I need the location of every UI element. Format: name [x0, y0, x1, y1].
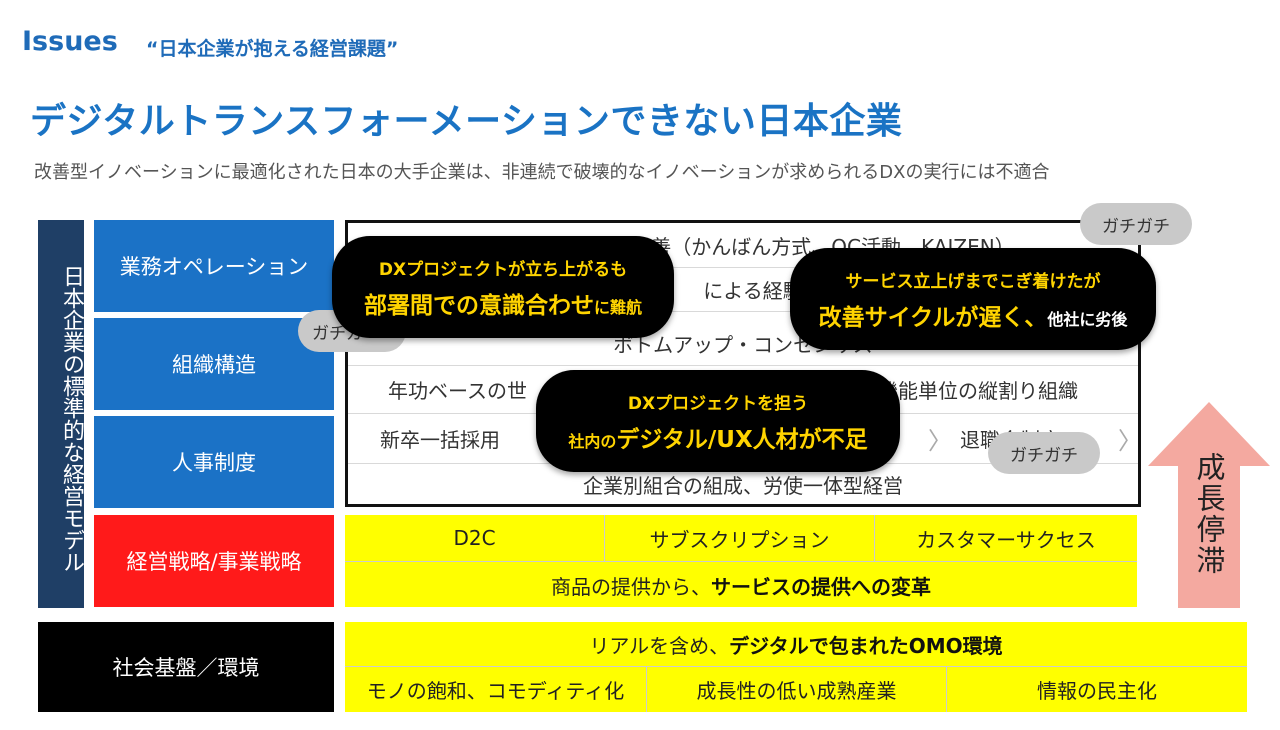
page-subtitle: 改善型イノベーションに最適化された日本の大手企業は、非連続で破壊的なイノベーショ… [34, 162, 1050, 183]
infrastructure-bar-plain: リアルを含め、 [589, 633, 730, 658]
chevron-right-icon: 〉 [928, 426, 952, 455]
strategy-bar: 商品の提供から、サービスの提供への変革 [345, 561, 1137, 608]
row-hiring-left: 新卒一括採用 [380, 427, 500, 452]
category-infrastructure: 社会基盤／環境 [38, 622, 334, 712]
infrastructure-cell-saturation: モノの飽和、コモディティ化 [345, 666, 647, 712]
row-union-text: 企業別組合の組成、労使一体型経営 [583, 473, 903, 498]
callout-cycle-line1: サービス立上げまでこぎ着けたが [845, 271, 1101, 292]
callout-cycle-emphasis: 改善サイクルが遅く、 [818, 304, 1048, 331]
strategy-bar-plain: 商品の提供から、 [551, 574, 711, 599]
growth-stagnation-label: 成長停滞 [1192, 452, 1226, 576]
row-seniority-right: 機能単位の縦割り組織 [878, 378, 1078, 403]
side-label: 日本企業の標準的な経営モデル [38, 220, 84, 608]
row-seniority-left: 年功ベースの世 [388, 378, 527, 403]
category-strategy: 経営戦略/事業戦略 [94, 515, 334, 607]
row-seniority: 年功ベースの世 機能単位の縦割り組織 [348, 365, 1138, 414]
strategy-bar-bold: サービスの提供への変革 [711, 574, 931, 599]
issues-subtitle: “日本企業が抱える経営課題” [146, 38, 399, 60]
infrastructure-bar: リアルを含め、デジタルで包まれたOMO環境 [345, 622, 1247, 667]
issues-label: Issues [22, 26, 118, 57]
callout-alignment: DXプロジェクトが立ち上がるも 部署間での意識合わせに難航 [332, 236, 674, 338]
callout-alignment-line1: DXプロジェクトが立ち上がるも [378, 259, 628, 280]
callout-improvement-cycle: サービス立上げまでこぎ着けたが 改善サイクルが遅く、他社に劣後 [790, 248, 1156, 350]
strategy-area: D2C サブスクリプション カスタマーサクセス 商品の提供から、サービスの提供へ… [345, 515, 1137, 607]
callout-talent-shortage: DXプロジェクトを担う 社内のデジタル/UX人材が不足 [536, 370, 900, 472]
infrastructure-cell-democratization: 情報の民主化 [1037, 678, 1157, 703]
strategy-cell-customer-success: カスタマーサクセス [916, 527, 1096, 552]
gachigachi-bubble-top: ガチガチ [1080, 203, 1192, 245]
callout-talent-prefix: 社内の [568, 431, 617, 451]
category-operations: 業務オペレーション [94, 220, 334, 312]
category-organization: 組織構造 [94, 318, 334, 410]
gachigachi-bubble-bottom: ガチガチ [988, 432, 1100, 474]
callout-talent-line1: DXプロジェクトを担う [627, 393, 809, 414]
callout-talent-emphasis: デジタル/UX人材が不足 [616, 426, 868, 453]
growth-stagnation-arrow-icon [1148, 402, 1270, 608]
row-union: 企業別組合の組成、労使一体型経営 [348, 463, 1138, 505]
strategy-cell-subscription: サブスクリプション [605, 515, 875, 561]
infrastructure-cell-mature: 成長性の低い成熟産業 [647, 666, 947, 712]
callout-alignment-emphasis: 部署間での意識合わせ [363, 292, 594, 319]
callout-alignment-suffix: に難航 [593, 297, 642, 317]
page-title: デジタルトランスフォーメーションできない日本企業 [30, 101, 903, 142]
callout-cycle-suffix: 他社に劣後 [1047, 309, 1128, 329]
infrastructure-bar-bold: デジタルで包まれたOMO環境 [729, 633, 1003, 658]
chevron-right-icon: 〉 [1118, 426, 1142, 455]
infrastructure-area: リアルを含め、デジタルで包まれたOMO環境 モノの飽和、コモディティ化 成長性の… [345, 622, 1247, 712]
strategy-cell-d2c: D2C [345, 515, 605, 561]
category-hr: 人事制度 [94, 416, 334, 508]
